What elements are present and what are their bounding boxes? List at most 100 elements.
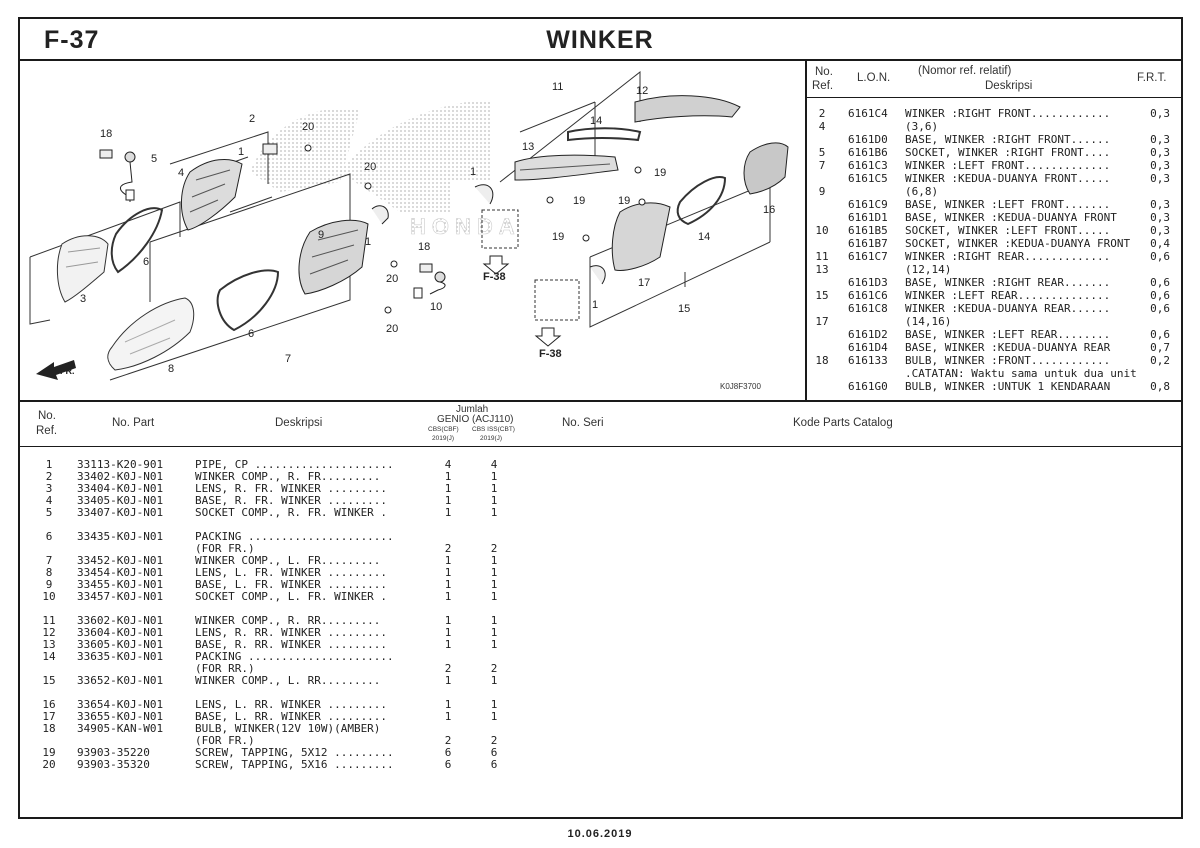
right-row-desc: WINKER :LEFT REAR.............. [905,289,1111,302]
right-row-desc: BASE, WINKER :RIGHT REAR....... [905,276,1111,289]
callout-5: 5 [151,153,157,165]
parts-row-qty-cbs-iss: 1 [490,674,498,687]
parts-row-desc: LENS, R. RR. WINKER ......... [195,626,388,639]
parts-row-part-number: 33455-K0J-N01 [77,578,164,591]
right-row-desc: BASE, WINKER :LEFT FRONT....... [905,198,1111,211]
right-row-frt: 0,6 [1150,328,1170,341]
callout-8: 8 [168,363,174,375]
callout-20: 20 [364,161,376,173]
parts-row-desc: WINKER COMP., R. FR......... [195,470,381,483]
parts-row-qty-cbs: 1 [444,590,452,603]
parts-row-qty-cbs-iss: 1 [490,590,498,603]
parts-col-var2: CBS ISS(CBT) [472,426,515,433]
parts-row-qty-cbs-iss: 1 [490,506,498,519]
right-col-ref: Ref. [812,80,834,92]
right-row-lon: 6161B5 [848,224,888,237]
parts-row-qty-cbs-iss: 6 [490,758,498,771]
parts-row-desc: (FOR RR.) [195,662,255,675]
parts-row-qty-cbs: 2 [444,734,452,747]
right-row-lon: 6161C9 [848,198,888,211]
part-packing-r-rr [567,127,642,142]
parts-row-desc: BASE, L. FR. WINKER ......... [195,578,388,591]
callout-19: 19 [573,195,585,207]
part-packing-r-fr [110,207,164,274]
parts-row-qty-cbs-iss: 1 [490,470,498,483]
right-col-desc-top: (Nomor ref. relatif) [918,65,1012,77]
parts-row-no: 5 [45,506,53,519]
parts-row-no: 2 [45,470,53,483]
callout-6: 6 [143,256,149,268]
callout-14: 14 [698,231,710,243]
parts-row-part-number: 33452-K0J-N01 [77,554,164,567]
right-row-ref: 4 [818,120,826,133]
parts-row-desc: WINKER COMP., L. RR......... [195,674,381,687]
right-row-desc: SOCKET, WINKER :LEFT FRONT..... [905,224,1111,237]
callout-17: 17 [638,277,650,289]
parts-row-no: 6 [45,530,53,543]
divider-right-header [805,97,1182,98]
part-winker-r-rr [514,154,619,181]
right-row-ref: 11 [815,250,829,263]
right-row-lon: 6161C5 [848,172,888,185]
f38-arrows [482,255,562,347]
parts-row-qty-cbs-iss: 1 [490,626,498,639]
parts-row-qty-cbs: 1 [444,566,452,579]
parts-row-qty-cbs-iss: 1 [490,578,498,591]
parts-row-qty-cbs-iss: 6 [490,746,498,759]
right-row-ref: 9 [818,185,826,198]
parts-row-desc: SCREW, TAPPING, 5X16 ......... [195,758,394,771]
callout-18: 18 [100,128,112,140]
section-code: F-37 [44,26,100,54]
right-table-row: 17(14,16) [806,315,1176,328]
parts-row-qty-cbs-iss: 1 [490,698,498,711]
parts-row-qty-cbs-iss: 2 [490,662,498,675]
callout-16: 16 [763,204,775,216]
parts-row-desc: (FOR FR.) [195,734,255,747]
parts-row-desc: LENS, L. RR. WINKER ......... [195,698,388,711]
parts-row-part-number: 33635-K0J-N01 [77,650,164,663]
parts-row-desc: BASE, R. FR. WINKER ......... [195,494,388,507]
right-row-desc: WINKER :RIGHT FRONT............ [905,107,1111,120]
parts-row-qty-cbs: 2 [444,542,452,555]
callout-3: 3 [80,293,86,305]
right-table-row: 9(6,8) [806,185,1176,198]
right-row-desc: WINKER :LEFT FRONT............. [905,159,1111,172]
right-row-desc: .CATATAN: Waktu sama untuk dua unit [905,367,1137,380]
parts-row-part-number: 93903-35220 [77,746,150,759]
right-row-frt: 0,8 [1150,380,1170,393]
right-row-lon: 6161C4 [848,107,888,120]
callout-18: 18 [418,241,430,253]
ref-f38-label: F-38 [483,271,506,283]
callout-1: 1 [365,236,371,248]
right-row-ref: 15 [815,289,829,302]
parts-row-desc: LENS, L. FR. WINKER ......... [195,566,388,579]
right-row-desc: WINKER :KEDUA-DUANYA FRONT..... [905,172,1111,185]
right-row-lon: 6161D3 [848,276,888,289]
callout-6: 6 [248,328,254,340]
ref-f38-label: F-38 [539,348,562,360]
parts-row-qty-cbs: 6 [444,758,452,771]
parts-row-qty-cbs-iss: 1 [490,482,498,495]
callout-15: 15 [678,303,690,315]
divider-diagram-right [805,61,807,401]
parts-row-desc: BASE, R. RR. WINKER ......... [195,638,388,651]
right-row-frt: 0,3 [1150,133,1170,146]
parts-col-var2-year: 2019(J) [480,435,503,442]
part-f38-groups [481,209,580,321]
parts-row-qty-cbs: 1 [444,554,452,567]
parts-row-qty-cbs: 1 [444,698,452,711]
parts-row-no: 17 [42,710,56,723]
parts-row-part-number: 93903-35320 [77,758,150,771]
parts-col-part: No. Part [112,417,155,429]
right-row-frt: 0,3 [1150,146,1170,159]
part-bulb-front [99,143,433,273]
right-row-ref: 2 [818,107,826,120]
right-row-frt: 0,3 [1150,107,1170,120]
